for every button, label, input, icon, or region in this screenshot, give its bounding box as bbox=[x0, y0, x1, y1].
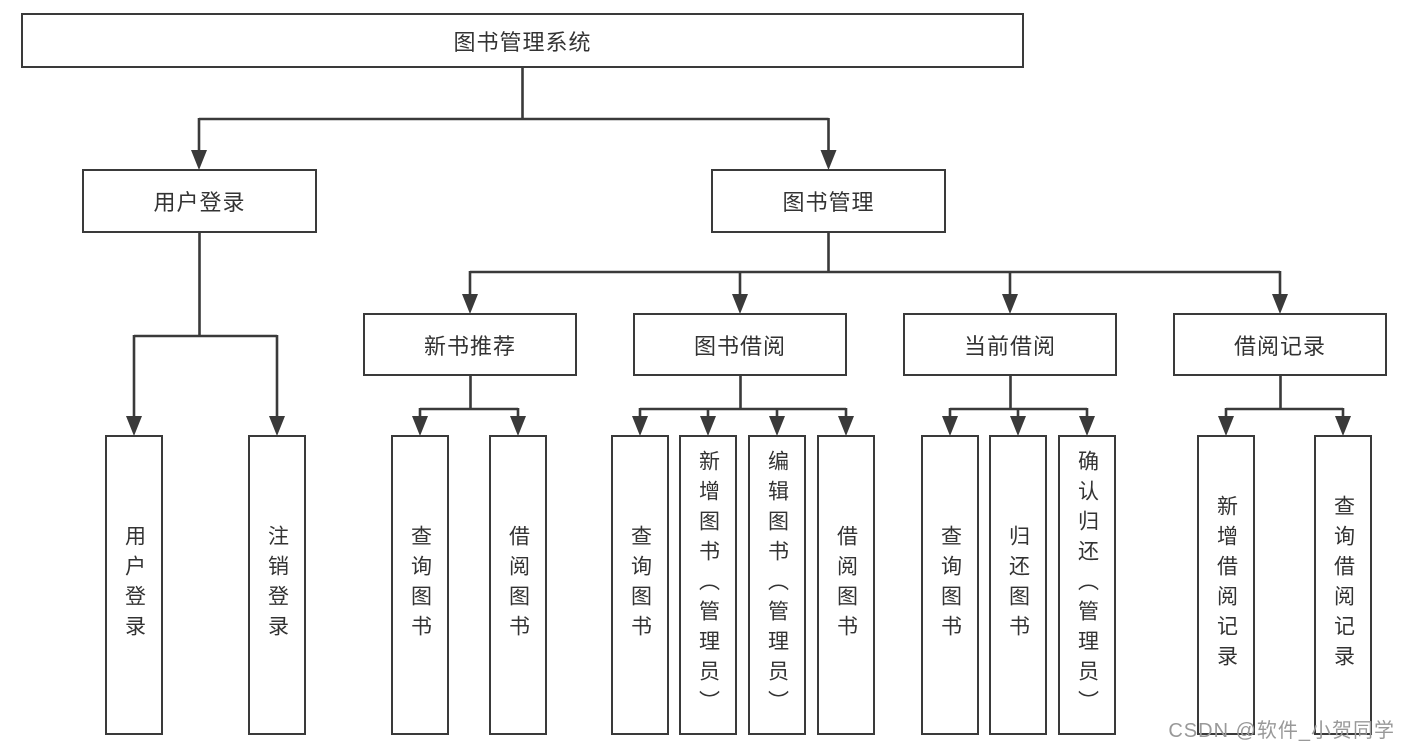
leaf-query-borrow-record: 查询借阅记录 bbox=[1314, 435, 1372, 735]
leaf-query-books-current-label: 查询图书 bbox=[938, 525, 962, 645]
leaf-query-books-recommend-label: 查询图书 bbox=[408, 525, 432, 645]
leaf-add-book-admin: 新增图书（管理员） bbox=[679, 435, 737, 735]
leaf-query-books-borrow: 查询图书 bbox=[611, 435, 669, 735]
leaf-query-borrow-record-label: 查询借阅记录 bbox=[1331, 495, 1355, 675]
connector-user-login-to-leaves bbox=[126, 233, 285, 436]
leaf-confirm-return-admin-label: 确认归还（管理员） bbox=[1075, 450, 1099, 720]
leaf-edit-book-admin-label: 编辑图书（管理员） bbox=[765, 450, 789, 720]
node-user-login: 用户登录 bbox=[82, 169, 317, 233]
leaf-edit-book-admin: 编辑图书（管理员） bbox=[748, 435, 806, 735]
connector-root-to-level2 bbox=[191, 68, 837, 170]
node-new-book-recommend-label: 新书推荐 bbox=[423, 333, 516, 359]
leaf-logout: 注销登录 bbox=[248, 435, 306, 735]
leaf-borrow-books-recommend-label: 借阅图书 bbox=[506, 525, 530, 645]
leaf-return-books-label: 归还图书 bbox=[1006, 525, 1030, 645]
leaf-user-login-label: 用户登录 bbox=[122, 525, 146, 645]
node-borrow-records-label: 借阅记录 bbox=[1233, 333, 1326, 359]
leaf-borrow-books-label: 借阅图书 bbox=[834, 525, 858, 645]
leaf-query-books-borrow-label: 查询图书 bbox=[628, 525, 652, 645]
node-book-borrow: 图书借阅 bbox=[633, 313, 847, 376]
connector-borrow-records-to-leaves bbox=[1218, 376, 1351, 436]
leaf-borrow-books-recommend: 借阅图书 bbox=[489, 435, 547, 735]
connector-current-borrow-to-leaves bbox=[942, 376, 1095, 436]
leaf-borrow-books: 借阅图书 bbox=[817, 435, 875, 735]
leaf-confirm-return-admin: 确认归还（管理员） bbox=[1058, 435, 1116, 735]
node-root-label: 图书管理系统 bbox=[453, 29, 592, 55]
leaf-user-login: 用户登录 bbox=[105, 435, 163, 735]
node-current-borrow: 当前借阅 bbox=[903, 313, 1117, 376]
leaf-logout-label: 注销登录 bbox=[265, 525, 289, 645]
connector-new-book-recommend-to-leaves bbox=[412, 376, 526, 436]
node-root: 图书管理系统 bbox=[21, 13, 1024, 68]
connector-book-borrow-to-leaves bbox=[632, 376, 854, 436]
node-current-borrow-label: 当前借阅 bbox=[963, 333, 1056, 359]
node-new-book-recommend: 新书推荐 bbox=[363, 313, 577, 376]
leaf-query-books-current: 查询图书 bbox=[921, 435, 979, 735]
leaf-query-books-recommend: 查询图书 bbox=[391, 435, 449, 735]
node-book-management-label: 图书管理 bbox=[782, 190, 875, 215]
node-book-borrow-label: 图书借阅 bbox=[693, 333, 786, 359]
node-borrow-records: 借阅记录 bbox=[1173, 313, 1387, 376]
leaf-add-borrow-record: 新增借阅记录 bbox=[1197, 435, 1255, 735]
node-book-management: 图书管理 bbox=[711, 169, 946, 233]
watermark: CSDN @软件_小贺同学 bbox=[1168, 720, 1395, 742]
leaf-add-borrow-record-label: 新增借阅记录 bbox=[1214, 495, 1238, 675]
leaf-add-book-admin-label: 新增图书（管理员） bbox=[696, 450, 720, 720]
connector-book-management-to-level3 bbox=[462, 233, 1288, 314]
node-user-login-label: 用户登录 bbox=[153, 190, 246, 215]
leaf-return-books: 归还图书 bbox=[989, 435, 1047, 735]
